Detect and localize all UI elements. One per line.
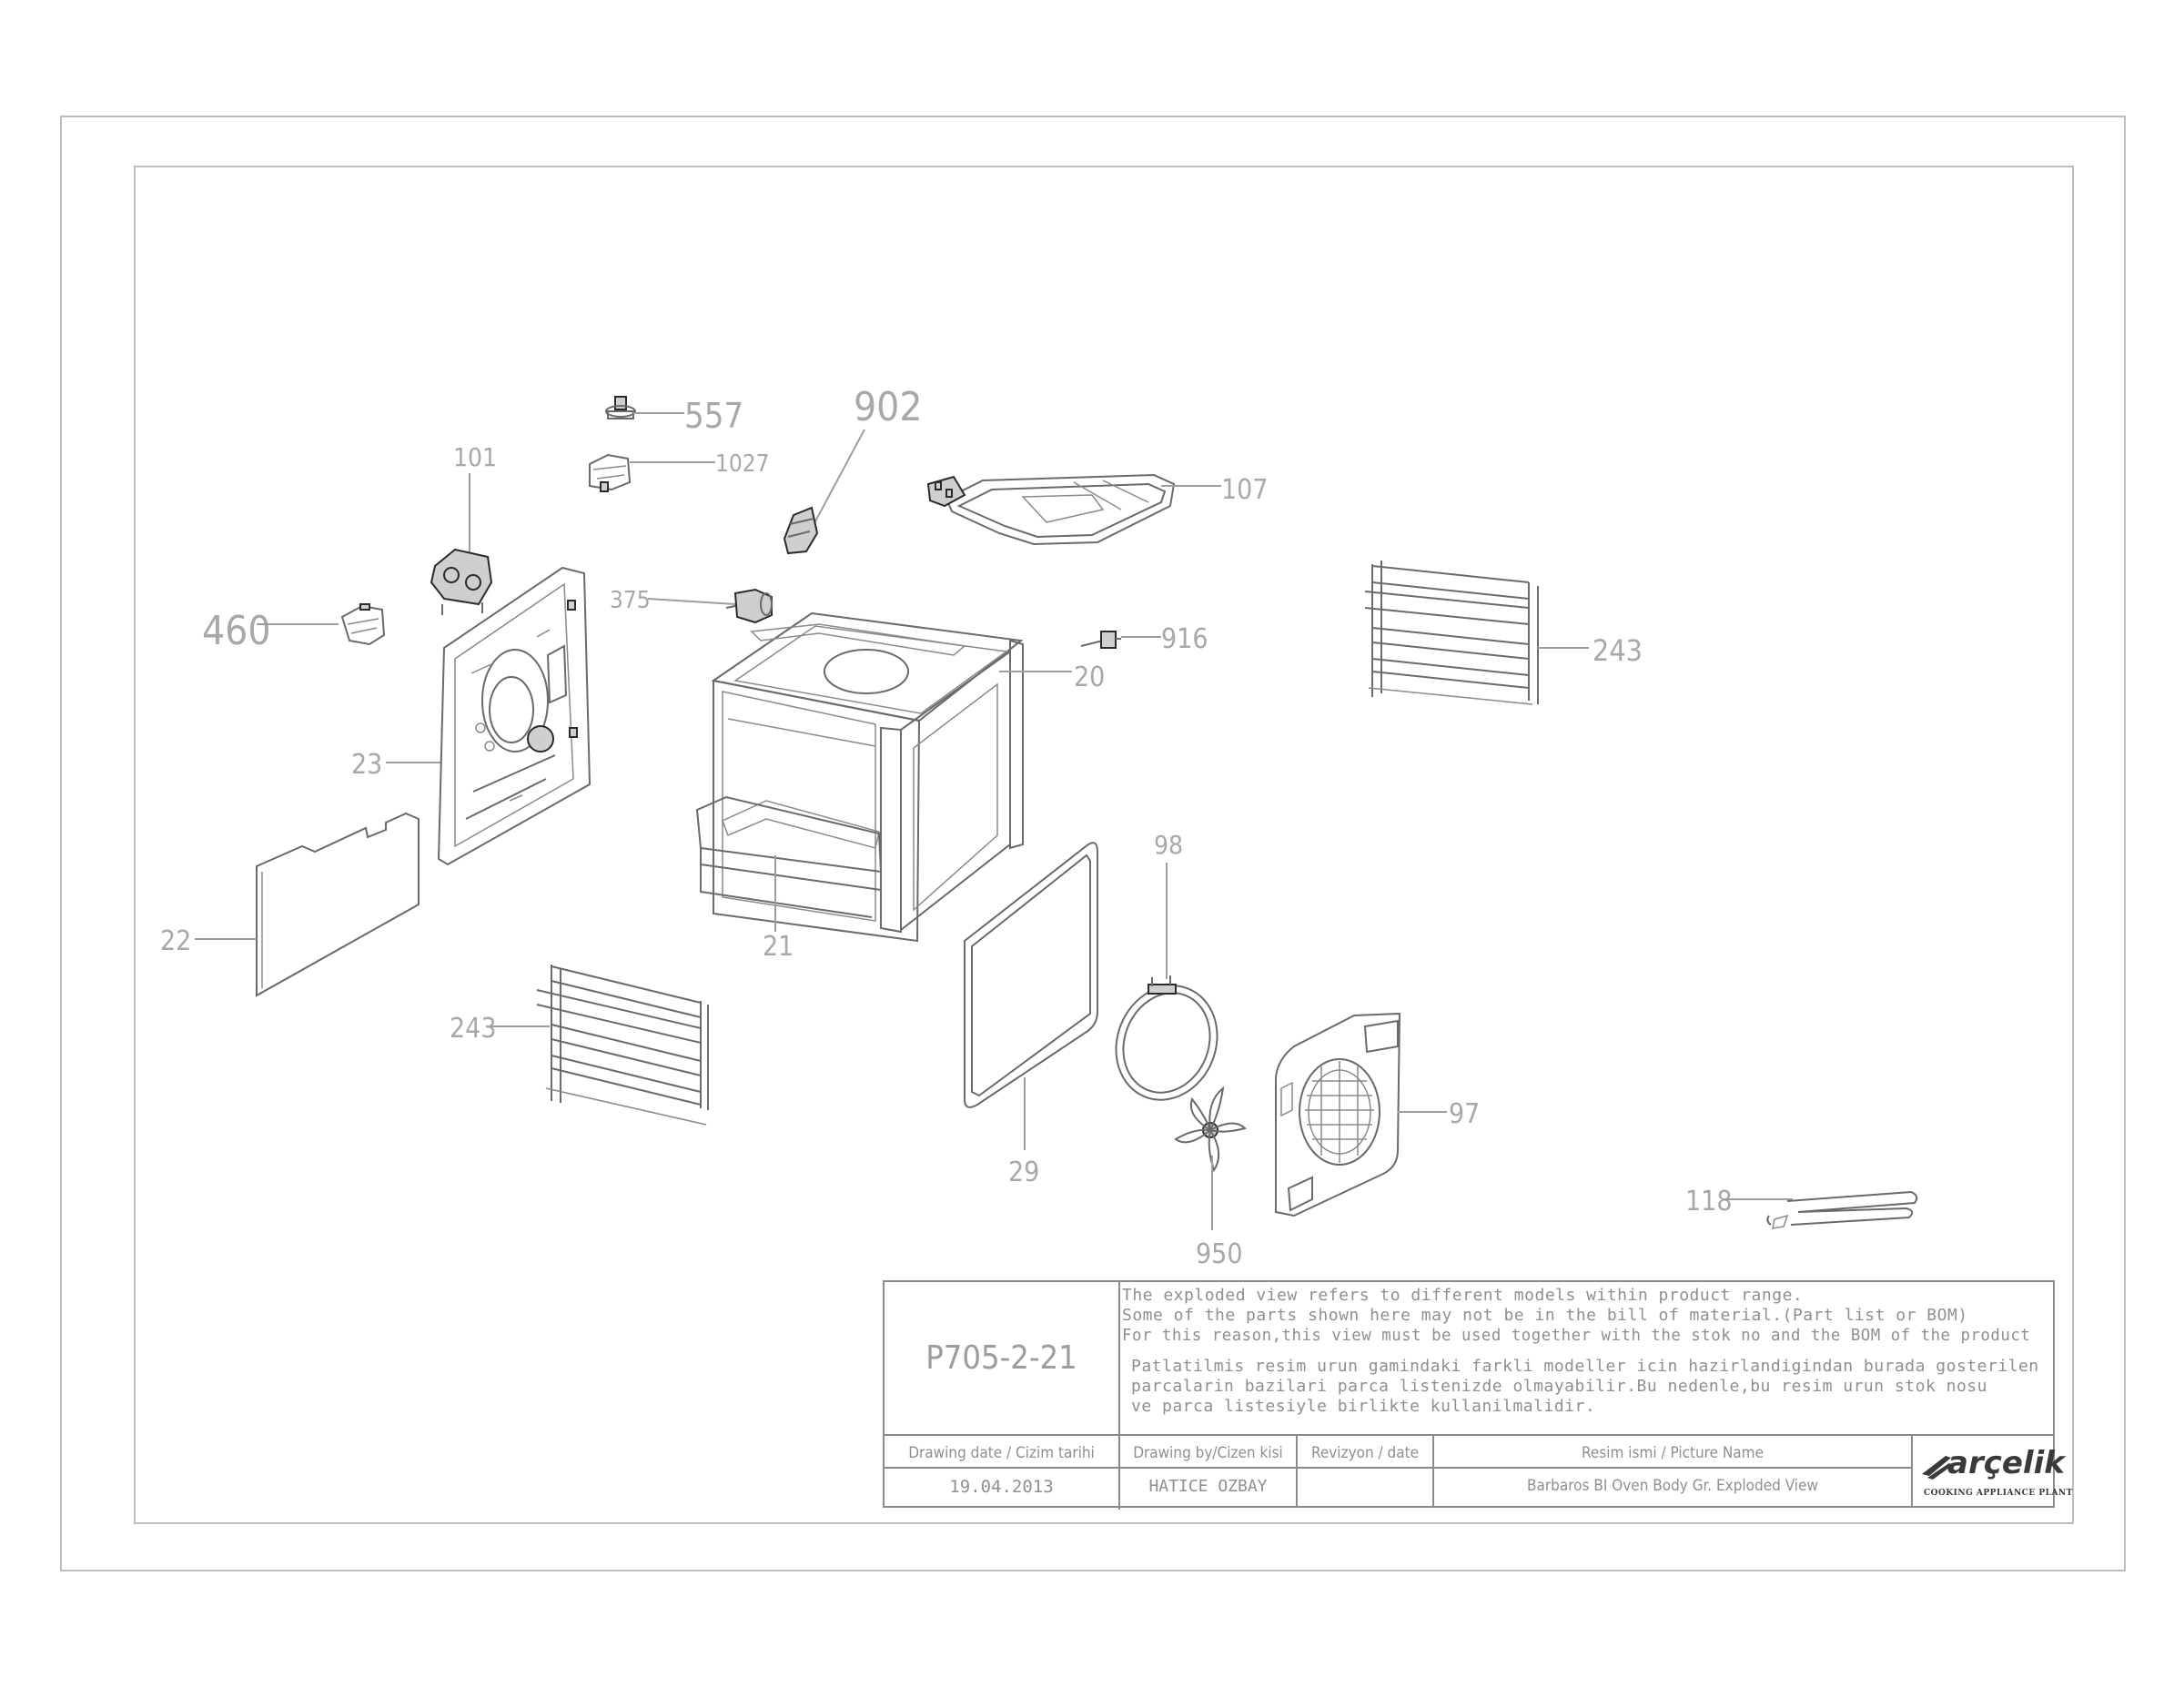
header-drawing-by: Drawing by/Cizen kisi [1133, 1444, 1283, 1462]
disclaimer-tr-line-2: parcalarin bazilari parca listenizde olm… [1131, 1377, 1987, 1396]
label-950: 950 [1196, 1238, 1243, 1270]
label-1027: 1027 [715, 450, 770, 478]
value-drawing-date: 19.04.2013 [949, 1477, 1054, 1497]
value-drawing-by: HATICE OZBAY [1148, 1477, 1268, 1496]
outer-frame [60, 116, 2126, 1571]
disclaimer-cell: The exploded view refers to different mo… [1122, 1286, 2050, 1431]
header-drawing-date: Drawing date / Cizim tarihi [908, 1444, 1095, 1462]
part-101-control-module [430, 548, 493, 615]
disclaimer-en-line-1: The exploded view refers to different mo… [1122, 1286, 1804, 1305]
label-118: 118 [1685, 1186, 1733, 1217]
label-29: 29 [1008, 1157, 1039, 1188]
part-107-grill-element [926, 473, 1176, 546]
disclaimer-tr-line-1: Patlatilmis resim urun gamindaki farkli … [1131, 1357, 2039, 1376]
label-916: 916 [1161, 623, 1208, 655]
label-243-lower: 243 [450, 1013, 497, 1045]
drawing-code: P705-2-21 [925, 1339, 1077, 1377]
part-29-door-gasket [964, 842, 1098, 1108]
disclaimer-en-line-3: For this reason,this view must be used t… [1122, 1327, 2031, 1345]
arcelik-logo-mark [1922, 1456, 1953, 1480]
title-block: P705-2-21 The exploded view refers to di… [883, 1280, 2072, 1510]
label-20: 20 [1074, 662, 1105, 693]
part-97-fan-cover [1275, 1012, 1401, 1217]
label-22: 22 [160, 925, 191, 957]
label-23: 23 [351, 749, 382, 781]
disclaimer-tr-line-3: ve parca listesiyle birlikte kullanilmal… [1131, 1397, 1596, 1416]
part-243-shelf-rail-lower [536, 965, 709, 1126]
part-243-shelf-rail-upper [1364, 561, 1539, 705]
label-101: 101 [453, 442, 497, 472]
logo-subtitle: COOKING APPLIANCE PLANT [1924, 1489, 2073, 1498]
label-460: 460 [202, 608, 271, 654]
inner-frame [134, 166, 2074, 1524]
part-902-wire-harness [783, 506, 819, 555]
drawing-code-cell: P705-2-21 [885, 1282, 1118, 1434]
part-98-ring-element [1115, 975, 1218, 1101]
part-118-bottom-element [1766, 1190, 1918, 1229]
header-revision: Revizyon / date [1310, 1444, 1420, 1462]
label-902: 902 [854, 384, 923, 430]
label-375: 375 [610, 587, 651, 614]
label-243-upper: 243 [1592, 633, 1643, 668]
part-557-thermostat-cap [605, 396, 636, 419]
part-916-sensor [1080, 631, 1121, 649]
logo-word: arçelik [1947, 1445, 2065, 1481]
label-107: 107 [1221, 474, 1269, 506]
logo-cell: arçelik COOKING APPLIANCE PLANT [1913, 1436, 2072, 1508]
label-97: 97 [1449, 1098, 1480, 1130]
part-460-bracket [340, 603, 386, 646]
part-22-rear-insulation [256, 812, 420, 997]
header-picture-name: Resim ismi / Picture Name [1582, 1444, 1764, 1462]
part-23-rear-panel [437, 566, 592, 866]
disclaimer-en-line-2: Some of the parts shown here may not be … [1122, 1306, 1968, 1325]
part-950-fan-blade [1174, 1086, 1247, 1173]
part-1027-lamp-holder [589, 453, 632, 492]
part-21-bottom-insulation [695, 795, 883, 918]
label-557: 557 [684, 396, 743, 436]
part-375-fan-motor [725, 588, 773, 624]
label-21: 21 [763, 931, 794, 963]
label-98: 98 [1154, 830, 1183, 860]
part-20-oven-cavity [711, 611, 1024, 943]
value-picture-name: Barbaros BI Oven Body Gr. Exploded View [1527, 1477, 1818, 1495]
